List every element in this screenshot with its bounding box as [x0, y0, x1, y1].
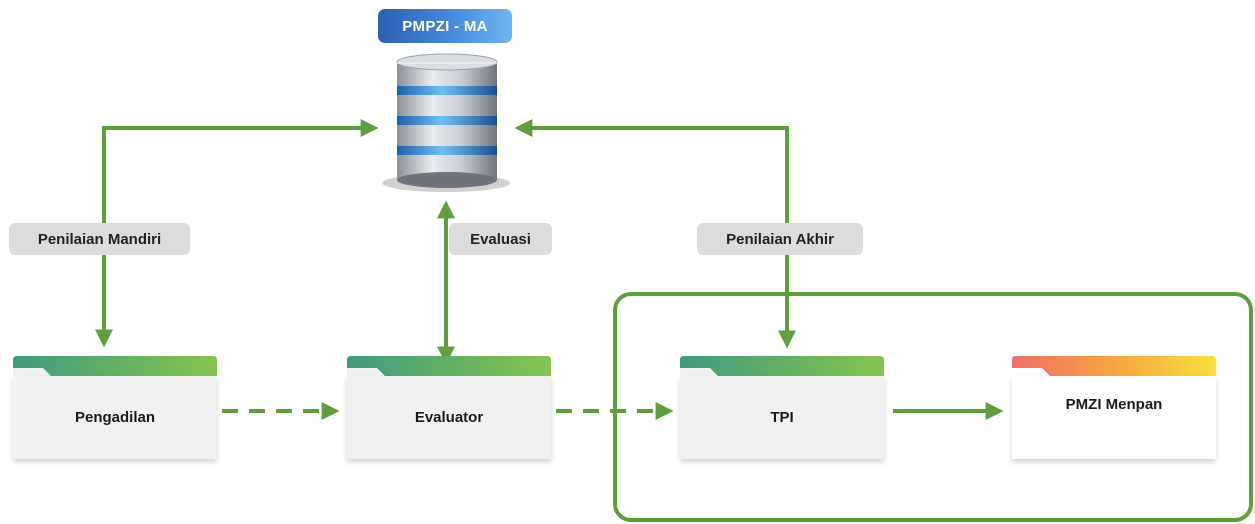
- label-evaluasi: Evaluasi: [449, 223, 552, 255]
- folder-tpi: TPI: [680, 356, 884, 459]
- label-penilaian-mandiri: Penilaian Mandiri: [9, 223, 190, 255]
- arrow-penilaian-mandiri: [95, 119, 379, 348]
- folder-label: Pengadilan: [13, 376, 217, 459]
- label-penilaian-akhir: Penilaian Akhir: [697, 223, 863, 255]
- folder-label: Evaluator: [347, 376, 551, 459]
- arrow-penilaian-akhir: [514, 119, 796, 349]
- folder-label: TPI: [680, 376, 884, 459]
- tpi-group-frame: [613, 292, 1253, 522]
- folder-pmzi-menpan: PMZI Menpan: [1012, 356, 1216, 459]
- database-server-icon: [382, 53, 510, 192]
- folder-label: PMZI Menpan: [1012, 376, 1216, 459]
- folder-pengadilan: Pengadilan: [13, 356, 217, 459]
- database-title: PMPZI - MA: [378, 9, 512, 43]
- folder-evaluator: Evaluator: [347, 356, 551, 459]
